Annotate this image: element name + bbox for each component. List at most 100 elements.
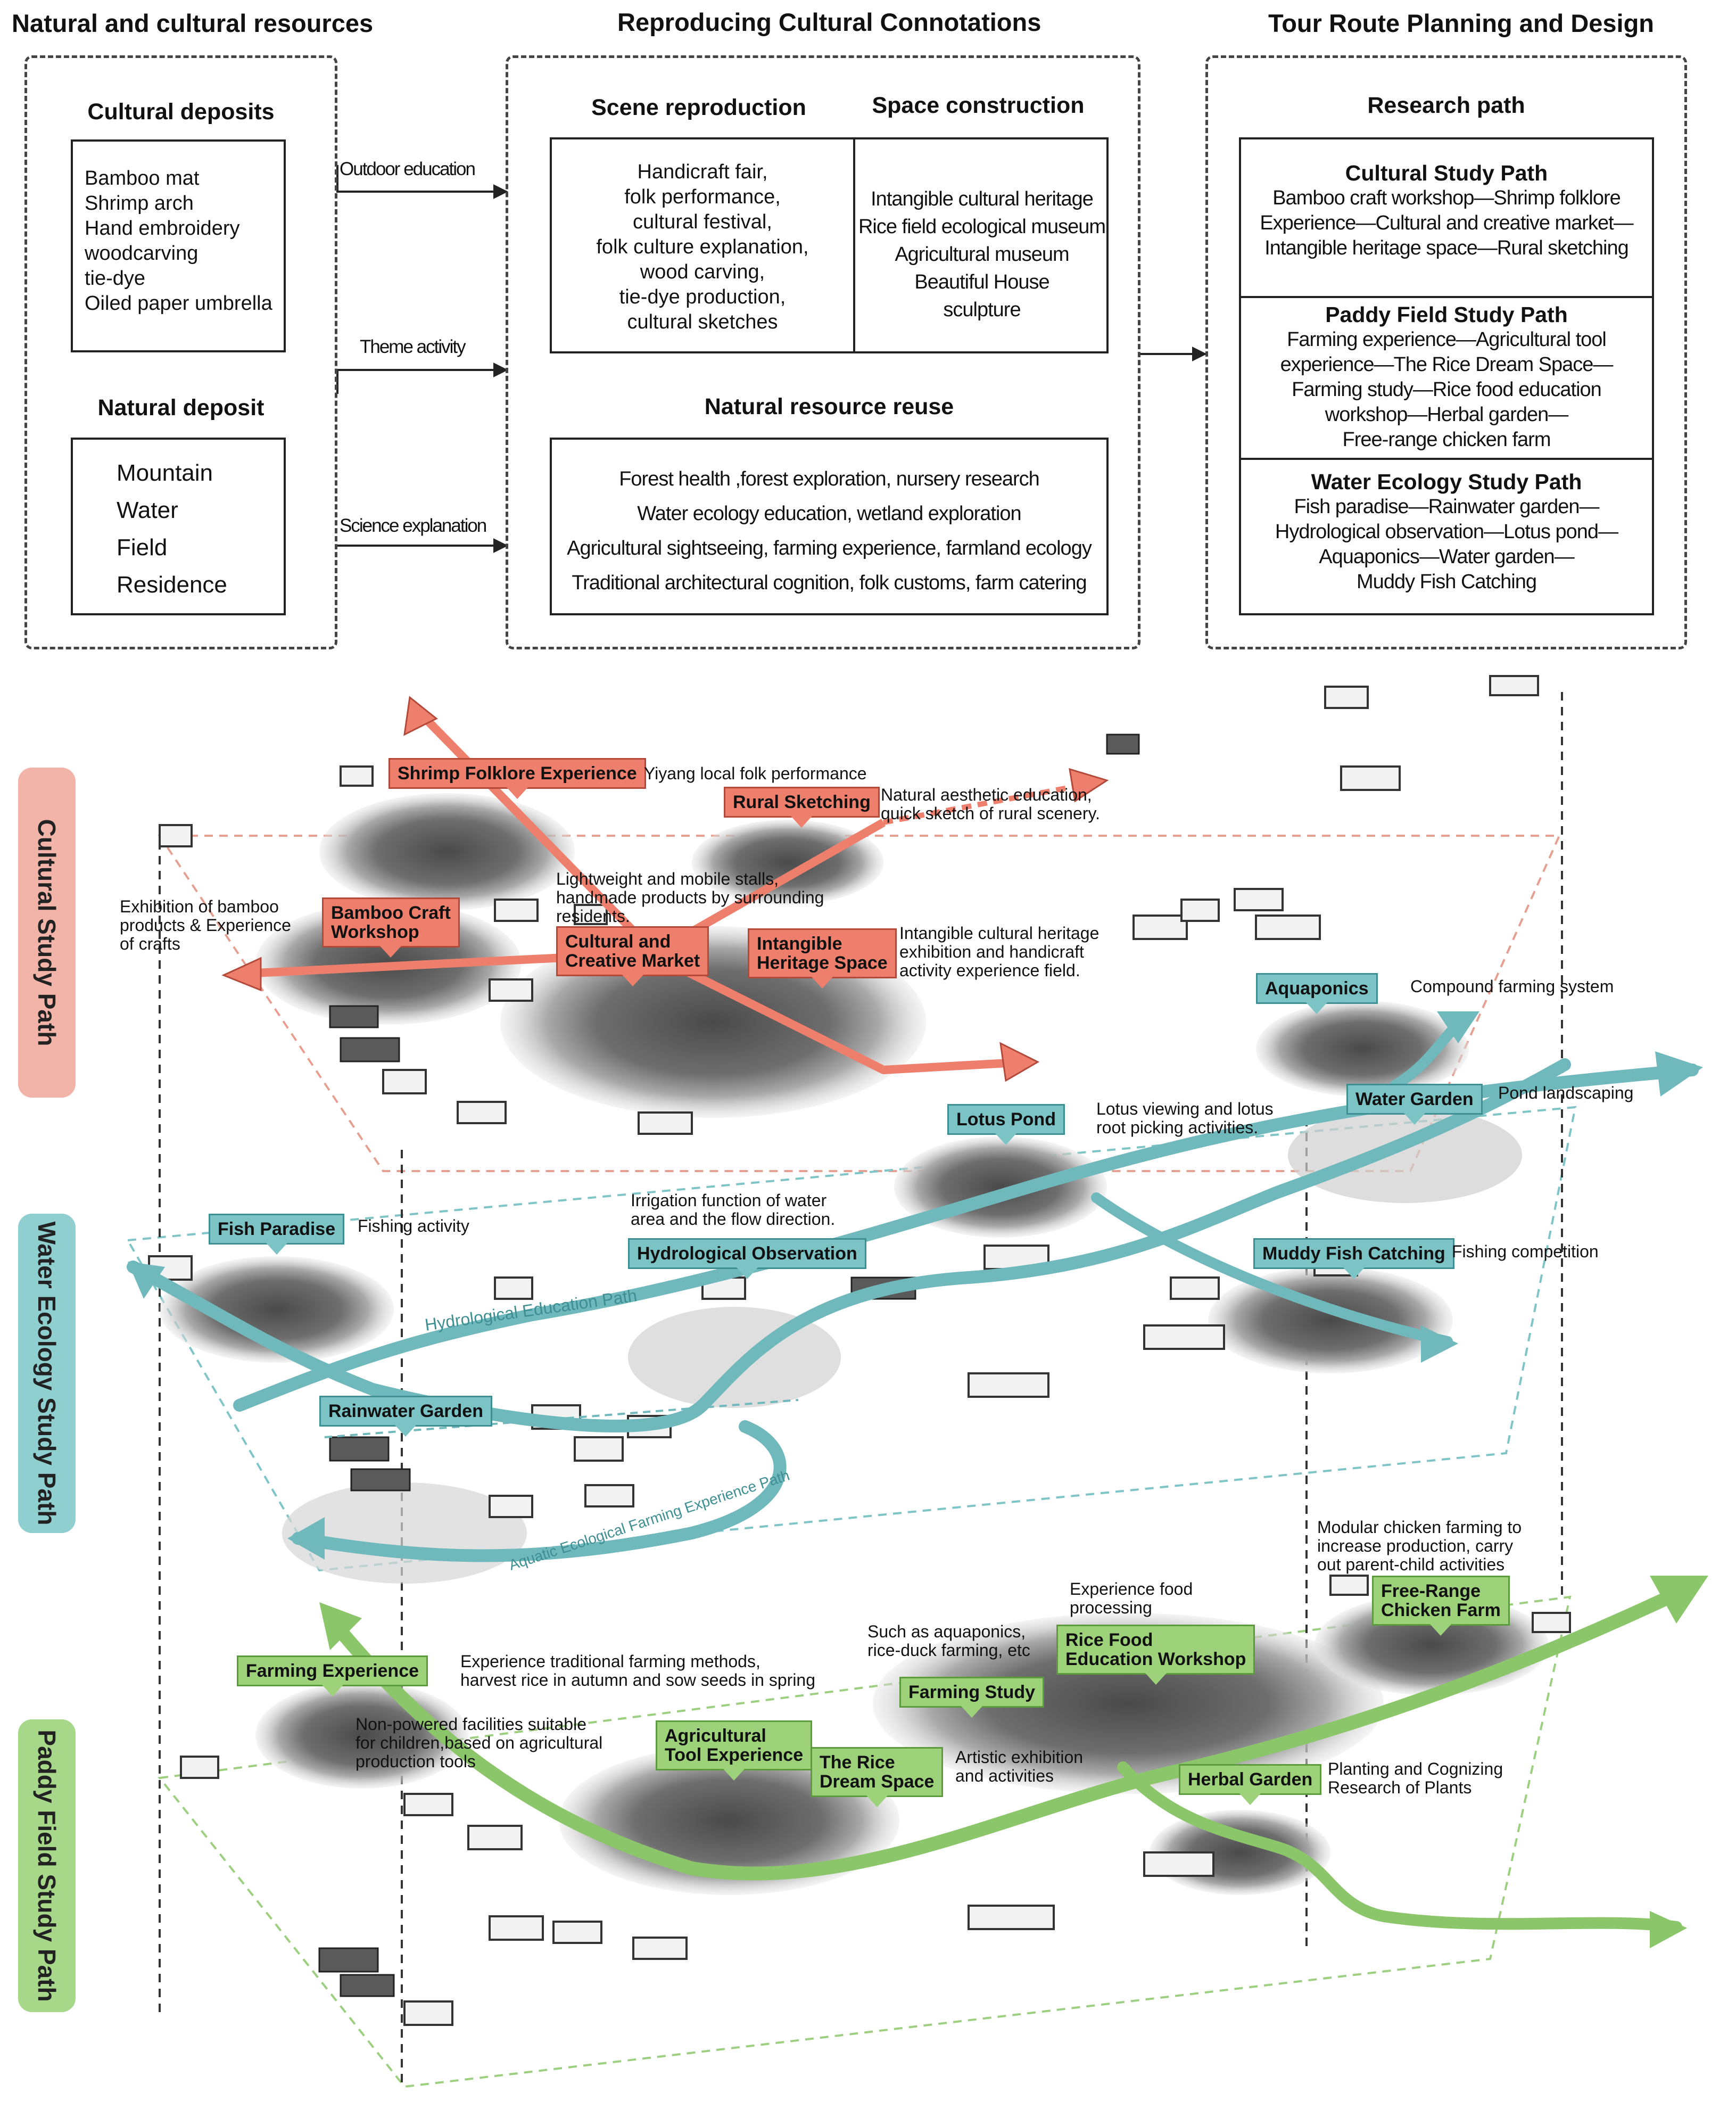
cultural-route-line <box>412 705 1028 1074</box>
divider <box>853 139 855 351</box>
water-ecology-study-path-tab-label: Water Ecology Study Path <box>33 1221 61 1526</box>
section-title-resources: Natural and cultural resources <box>12 9 374 37</box>
water-route-arrowhead <box>1655 1051 1703 1097</box>
section-title-connotations: Reproducing Cultural Connotations <box>617 8 1041 36</box>
tag-farming-experience: Farming Experience <box>237 1655 428 1686</box>
tag-bamboo-craft-workshop: Bamboo Craft Workshop <box>322 897 460 948</box>
tag-line: Bamboo Craft <box>331 903 451 923</box>
note-line: Non-powered facilities suitable <box>356 1715 586 1734</box>
node-disc <box>319 793 575 910</box>
tag-agricultural-tool-experience: Agricultural Tool Experience <box>656 1720 813 1770</box>
note-bamboo-craft: Exhibition of bamboo products & Experien… <box>120 897 291 953</box>
water-route-arrowhead <box>287 1517 325 1560</box>
natural-resource-reuse-list: Forest health ,forest exploration, nurse… <box>552 462 1106 600</box>
tag-farming-study: Farming Study <box>899 1677 1045 1708</box>
list-item: Mountain <box>117 460 213 486</box>
space-construction-heading: Space construction <box>872 93 1085 118</box>
list-item: folk performance, <box>624 186 781 208</box>
divider <box>1241 296 1652 298</box>
tag-fish-paradise: Fish Paradise <box>209 1214 345 1245</box>
list-item: Free-range chicken farm <box>1342 429 1551 451</box>
cultural-deposits-heading: Cultural deposits <box>87 99 275 125</box>
list-item: Shrimp arch <box>85 192 194 215</box>
paddy-field-study-path-block: Paddy Field Study Path Farming experienc… <box>1241 302 1652 452</box>
list-item: Handicraft fair, <box>637 161 768 183</box>
list-item: Bamboo mat <box>85 167 200 190</box>
connotations-panel <box>506 55 1140 649</box>
tag-cultural-creative-market: Cultural and Creative Market <box>556 926 709 976</box>
note-line: Experience traditional farming methods, <box>460 1652 760 1671</box>
natural-deposit-box: Mountain Water Field Residence <box>71 438 286 615</box>
note-line: increase production, carry <box>1317 1536 1514 1555</box>
cultural-deposits-box: Bamboo mat Shrimp arch Hand embroidery w… <box>71 139 286 352</box>
list-item: Water ecology education, wetland explora… <box>637 502 1021 525</box>
cultural-study-path-block: Cultural Study Path Bamboo craft worksho… <box>1241 161 1652 261</box>
note-line: handmade products by surrounding <box>556 888 824 907</box>
flow-connectors <box>336 165 1207 553</box>
label-theme-activity: Theme activity <box>360 336 466 357</box>
paddy-route-arrowhead <box>1650 1576 1708 1624</box>
tag-water-garden: Water Garden <box>1346 1084 1483 1115</box>
tag-line: Tool Experience <box>665 1745 804 1765</box>
note-herbal-garden: Planting and Cognizing Research of Plant… <box>1328 1760 1503 1797</box>
note-line: products & Experience <box>120 916 291 935</box>
list-item: Rice field ecological museum <box>858 216 1106 238</box>
list-item: Farming experience—Agricultural tool <box>1287 328 1607 351</box>
list-item: Experience—Cultural and creative market— <box>1260 212 1633 234</box>
space-construction-list: Intangible cultural heritage Rice field … <box>855 185 1109 324</box>
tag-line: Chicken Farm <box>1381 1600 1501 1620</box>
note-line: Compound farming system <box>1410 977 1614 996</box>
note-line: Pond landscaping <box>1498 1083 1634 1102</box>
water-route-arrowhead <box>1421 1325 1458 1363</box>
tag-line: Intangible <box>757 934 842 954</box>
tag-line: Heritage Space <box>757 953 888 973</box>
note-line: Artistic exhibition <box>955 1748 1084 1767</box>
resources-panel <box>24 55 337 649</box>
water-route-arrowhead <box>128 1262 165 1299</box>
note-rural-sketching: Natural aesthetic education, quick sketc… <box>881 786 1100 823</box>
note-line: Fishing activity <box>358 1216 469 1235</box>
scene-space-box: Handicraft fair, folk performance, cultu… <box>550 137 1109 353</box>
water-ecology-study-path-title: Water Ecology Study Path <box>1311 469 1582 494</box>
tag-aquaponics: Aquaponics <box>1256 973 1378 1004</box>
note-line: for children,based on agricultural <box>356 1733 603 1752</box>
note-rice-dream-space: Artistic exhibition and activities <box>955 1748 1083 1785</box>
note-muddy-fish-catching: Fishing competition <box>1452 1242 1599 1261</box>
note-line: Planting and Cognizing <box>1328 1759 1503 1778</box>
note-line: Fishing competition <box>1452 1242 1599 1261</box>
note-line: residents. <box>556 907 630 926</box>
tag-free-range-chicken-farm: Free-Range Chicken Farm <box>1372 1576 1510 1626</box>
water-route-line <box>292 1420 787 1562</box>
tag-lotus-pond: Lotus Pond <box>947 1104 1065 1135</box>
note-line: processing <box>1070 1598 1152 1617</box>
note-line: rice-duck farming, etc <box>867 1641 1030 1660</box>
natural-deposit-heading: Natural deposit <box>97 395 264 421</box>
note-intangible-heritage: Intangible cultural heritage exhibition … <box>899 924 1099 980</box>
cultural-route-arrowhead <box>221 957 262 992</box>
note-line: Lotus viewing and lotus <box>1096 1099 1274 1118</box>
note-free-range-chicken: Modular chicken farming to increase prod… <box>1317 1518 1522 1574</box>
research-path-box: Cultural Study Path Bamboo craft worksho… <box>1239 137 1654 615</box>
research-path-heading: Research path <box>1367 93 1525 118</box>
node-disc <box>1208 1267 1453 1373</box>
node-disc <box>692 820 883 905</box>
cultural-study-path-title: Cultural Study Path <box>1345 161 1548 185</box>
list-item: Intangible cultural heritage <box>871 188 1094 210</box>
list-item: Oiled paper umbrella <box>85 292 272 315</box>
note-lotus-pond: Lotus viewing and lotus root picking act… <box>1096 1100 1274 1137</box>
tag-line: Dream Space <box>820 1772 935 1792</box>
water-ecology-study-path-block: Water Ecology Study Path Fish paradise—R… <box>1241 469 1652 595</box>
list-item: experience—The Rice Dream Space— <box>1280 353 1614 376</box>
tag-rice-food-workshop: Rice Food Education Workshop <box>1056 1625 1255 1675</box>
tag-intangible-heritage-space: Intangible Heritage Space <box>748 928 897 978</box>
tag-herbal-garden: Herbal Garden <box>1179 1764 1322 1795</box>
note-water-garden: Pond landscaping <box>1498 1084 1633 1102</box>
note-shrimp-folklore: Yiyang local folk performance <box>644 764 867 783</box>
note-farming-experience: Experience traditional farming methods, … <box>460 1652 815 1690</box>
tag-rainwater-garden: Rainwater Garden <box>319 1396 492 1427</box>
list-item: Field <box>117 534 168 561</box>
note-line: Yiyang local folk performance <box>644 764 867 783</box>
list-item: Forest health ,forest exploration, nurse… <box>619 468 1040 490</box>
note-line: activity experience field. <box>899 961 1080 980</box>
